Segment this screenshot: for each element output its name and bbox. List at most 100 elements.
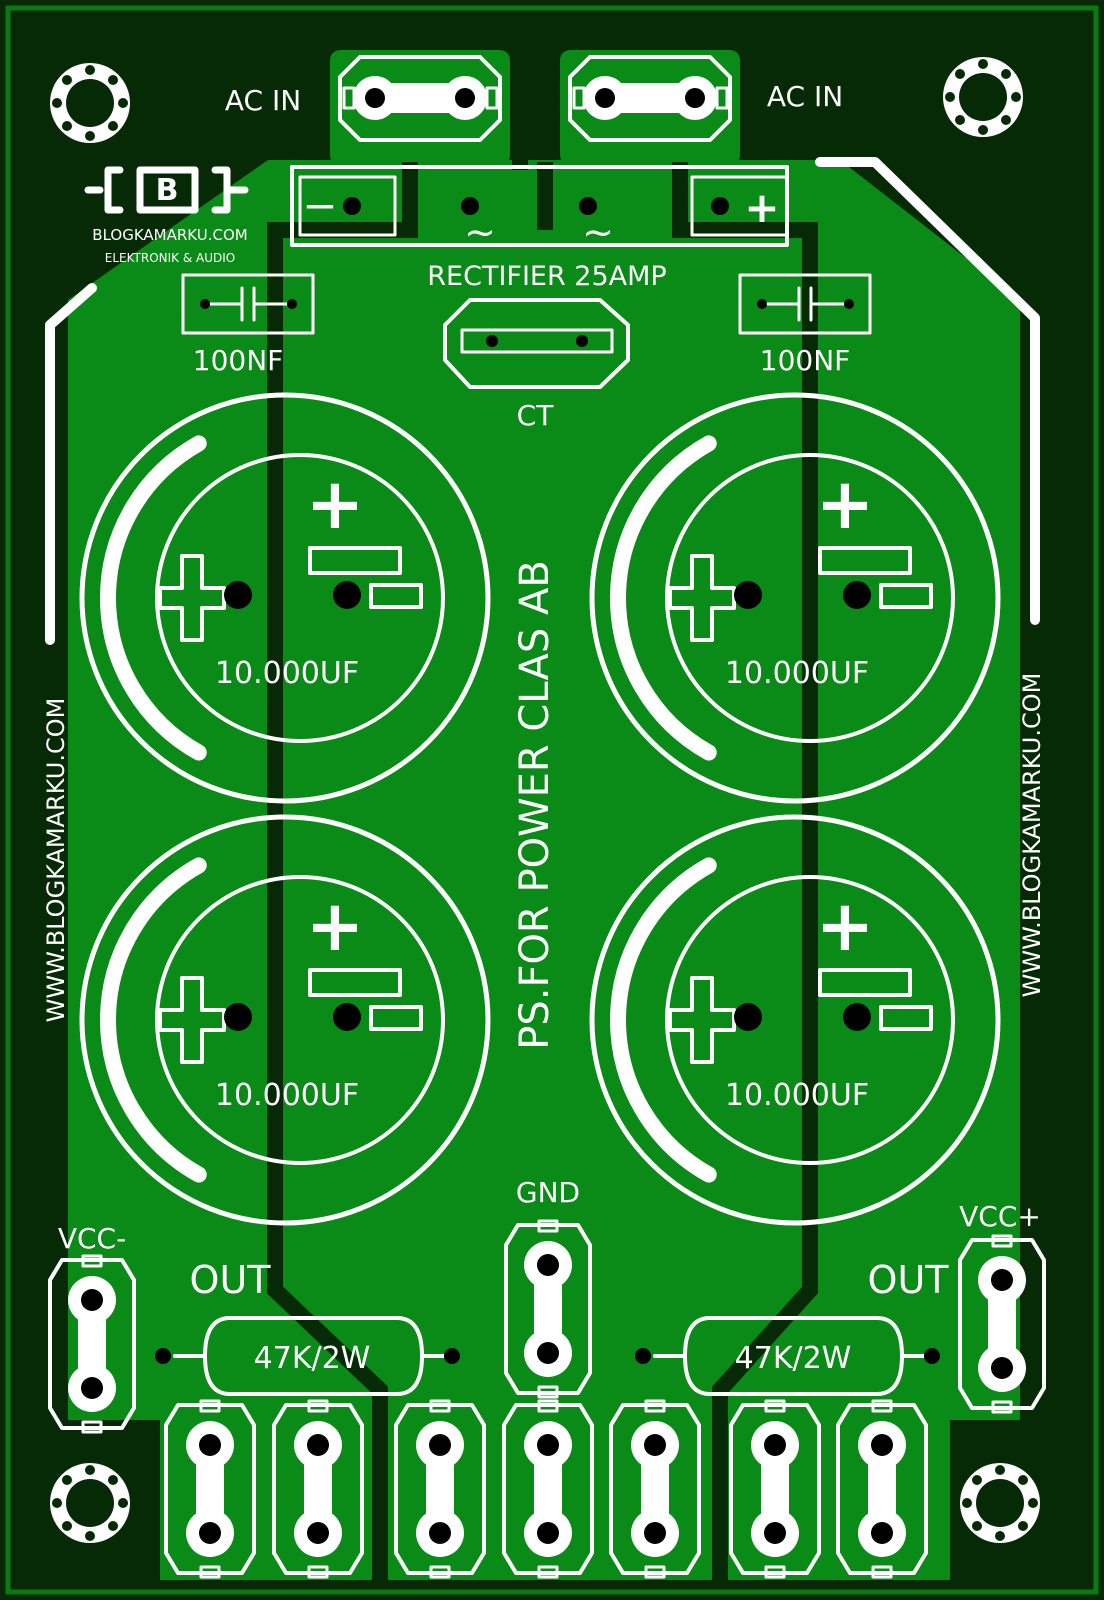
- cap-minus-mark: [308, 546, 402, 575]
- terminal-tab: [644, 1565, 666, 1579]
- cap-hole-neg: [843, 581, 871, 609]
- output-terminal-4: [502, 1399, 594, 1579]
- terminal-tab: [764, 1399, 786, 1413]
- side-text-right: WWW.BLOGKAMARKU.COM: [1018, 673, 1046, 998]
- terminal-tab: [537, 1385, 559, 1399]
- cap-outline: [589, 392, 1001, 804]
- terminal-tab: [991, 1234, 1013, 1248]
- resistor-right-footprint: [635, 1316, 940, 1396]
- electrolytic-capacitors: +10.000UF+10.000UF+10.000UF+10.000UF: [79, 392, 1001, 1226]
- cap-value-label: 10.000UF: [215, 1078, 359, 1113]
- rectifier-plus-label: +: [744, 183, 779, 232]
- cap-minus-mark: [818, 968, 912, 997]
- ac-in-label-right: AC IN: [767, 80, 843, 113]
- ac-in-label-left: AC IN: [225, 84, 301, 117]
- cap-hole-neg: [843, 1003, 871, 1031]
- cap-outline: [79, 392, 491, 804]
- cap-value-label: 10.000UF: [725, 656, 869, 691]
- isolation-gaps: [267, 60, 818, 1582]
- terminal-hole: [991, 1269, 1013, 1291]
- cap-inner-outline: [665, 875, 955, 1165]
- terminal-hole: [537, 1342, 559, 1364]
- output-terminal-3: [394, 1399, 486, 1579]
- cap-polarity-stripe: [610, 435, 717, 761]
- terminal-hole: [764, 1434, 786, 1456]
- rectifier-label: RECTIFIER 25AMP: [427, 261, 666, 292]
- terminal-hole: [537, 1254, 559, 1276]
- terminal-hole: [764, 1522, 786, 1544]
- terminal-tab: [537, 1399, 559, 1413]
- vcc-plus-terminal: [958, 1234, 1046, 1414]
- vcc-plus-label: VCC+: [959, 1200, 1041, 1233]
- terminal-hole: [537, 1434, 559, 1456]
- cap-minus-mark: [308, 968, 402, 997]
- cap-pad-mark: [879, 583, 933, 609]
- board-title: PS.FOR POWER CLAS AB: [512, 560, 558, 1050]
- gap-right: [672, 162, 818, 1582]
- logo-site: BLOGKAMARKU.COM: [92, 226, 247, 244]
- ac-in-connector-left: [338, 55, 502, 142]
- terminal-tab: [307, 1565, 329, 1579]
- cap-pad-mark: [879, 1005, 933, 1031]
- mounting-holes: [50, 57, 1040, 1543]
- cap-hole-neg: [333, 581, 361, 609]
- cap-100nf-right-label: 100NF: [760, 344, 851, 377]
- terminal-hole: [429, 1522, 451, 1544]
- cap-plus-label: +: [306, 463, 365, 545]
- terminal-tab: [871, 1399, 893, 1413]
- cap-polarity-stripe: [100, 435, 207, 761]
- cap-100nf-left-label: 100NF: [193, 344, 284, 377]
- cap-hole-pos: [734, 1003, 762, 1031]
- vcc-minus-terminal: [48, 1254, 136, 1434]
- terminal-hole: [644, 1522, 666, 1544]
- output-terminals: [164, 1399, 928, 1579]
- cap-hole-pos: [734, 581, 762, 609]
- plus-cross-icon: [668, 554, 736, 642]
- terminal-tab: [537, 1219, 559, 1233]
- logo-mark-icon: [84, 166, 249, 214]
- cap-10000uf-tr: +10.000UF: [589, 392, 1001, 804]
- terminal-hole: [307, 1522, 329, 1544]
- terminal-hole: [81, 1377, 103, 1399]
- cap-10000uf-bl: +10.000UF: [79, 814, 491, 1226]
- terminal-hole: [199, 1434, 221, 1456]
- output-terminal-2: [272, 1399, 364, 1579]
- cap-inner-outline: [665, 453, 955, 743]
- cap-plus-label: +: [816, 885, 875, 967]
- terminal-hole: [429, 1434, 451, 1456]
- output-terminal-5: [609, 1399, 701, 1579]
- terminal-hole: [644, 1434, 666, 1456]
- terminal-outline: [272, 1403, 364, 1575]
- gnd-terminal: [504, 1219, 592, 1399]
- terminal-tab: [644, 1399, 666, 1413]
- cap-100nf-left-footprint: [181, 273, 315, 335]
- out-label-right: OUT: [868, 1258, 950, 1302]
- terminal-hole: [871, 1522, 893, 1544]
- gnd-terminal-footprint: [504, 1219, 592, 1399]
- cap-outline: [589, 814, 1001, 1226]
- terminal-hole: [307, 1434, 329, 1456]
- terminal-tab: [81, 1254, 103, 1268]
- cap-hole-neg: [333, 1003, 361, 1031]
- output-terminal-1: [164, 1399, 256, 1579]
- terminal-tab: [429, 1565, 451, 1579]
- terminal-hole: [871, 1434, 893, 1456]
- plus-cross-icon: [158, 976, 226, 1064]
- resistor-left-footprint: [155, 1316, 460, 1396]
- cap-10000uf-br: +10.000UF: [589, 814, 1001, 1226]
- ct-label: CT: [517, 399, 555, 432]
- mounting-hole-vias: [52, 59, 1038, 1541]
- terminal-tab: [991, 1400, 1013, 1414]
- cap-inner-outline: [155, 453, 445, 743]
- cap-polarity-stripe: [100, 857, 207, 1183]
- cap-minus-mark: [818, 546, 912, 575]
- terminal-tab: [764, 1565, 786, 1579]
- ac-in-connector-right: [568, 55, 732, 142]
- terminal-tab: [81, 1420, 103, 1434]
- rectifier-footprint: [290, 165, 789, 247]
- cap-value-label: 10.000UF: [215, 656, 359, 691]
- terminal-hole: [991, 1357, 1013, 1379]
- output-terminal-7: [836, 1399, 928, 1579]
